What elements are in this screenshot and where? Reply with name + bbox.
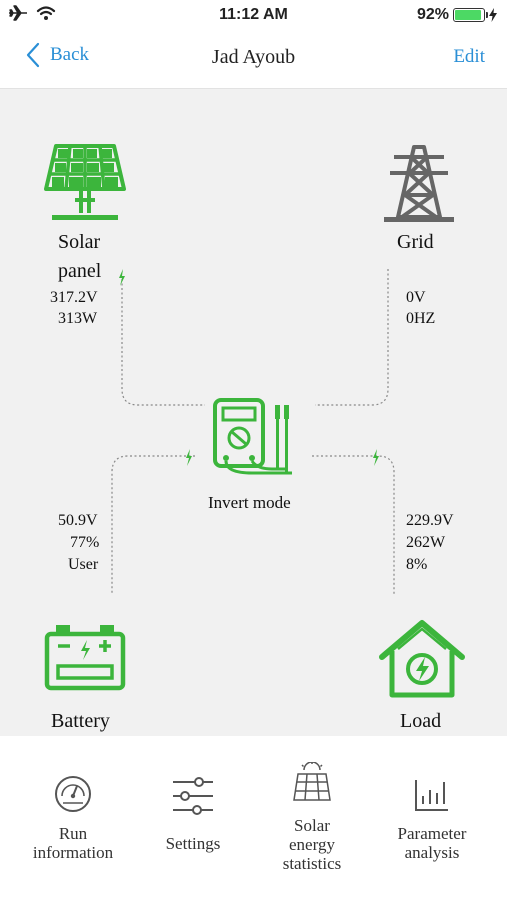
sliders-icon [173, 777, 213, 815]
tab-solar-energy-statistics[interactable]: Solar energy statistics [257, 762, 367, 873]
grid-label: Grid [397, 231, 434, 253]
tab-parameter-line2: analysis [404, 843, 460, 862]
inverter-icon [213, 398, 292, 475]
tab-bar: Run information Settings Solar energy st… [0, 736, 507, 900]
tab-solar-line2: energy [289, 835, 335, 854]
battery-icon [453, 8, 488, 22]
load-voltage: 229.9V [406, 512, 454, 529]
flow-lines [111, 269, 395, 594]
status-left [8, 5, 56, 21]
load-power: 262W [406, 534, 446, 551]
grid-tower-icon [384, 145, 454, 222]
battery-voltage: 50.9V [58, 512, 98, 529]
tab-solar-line3: statistics [282, 854, 342, 873]
battery-fill [455, 10, 481, 20]
tab-run-information-line2: information [32, 843, 114, 862]
charging-bolt-icon [489, 8, 497, 22]
grid-frequency: 0HZ [406, 310, 436, 327]
solar-voltage: 317.2V [50, 289, 98, 306]
solar-power: 313W [58, 310, 98, 327]
edit-button[interactable]: Edit [453, 46, 485, 67]
battery-storage-icon [44, 625, 126, 691]
grid-voltage: 0V [406, 289, 426, 306]
solar-label-1: Solar [58, 231, 101, 253]
tab-parameter-line1: Parameter [397, 824, 467, 843]
wifi-icon [36, 6, 56, 20]
tab-parameter-analysis[interactable]: Parameter analysis [377, 774, 487, 862]
solar-panel-icon [44, 144, 126, 220]
tab-run-information[interactable]: Run information [18, 774, 128, 862]
tab-run-information-line1: Run [58, 824, 88, 843]
status-time: 11:12 AM [219, 6, 288, 23]
solar-label-2: panel [58, 260, 102, 282]
battery-percent: 92% [416, 6, 449, 23]
status-bar: 11:12 AM 92% [0, 0, 507, 30]
page-title: Jad Ayoub [211, 46, 296, 68]
back-button[interactable]: Back [26, 42, 89, 68]
status-right: 92% [417, 6, 497, 24]
house-load-icon [379, 620, 465, 698]
tab-solar-line1: Solar [294, 816, 330, 835]
flow-bolt-load [373, 449, 379, 466]
chevron-left-icon [26, 42, 40, 68]
battery-label: Battery [51, 710, 110, 732]
flow-bolt-battery [186, 449, 192, 466]
airplane-icon [9, 5, 27, 21]
solar-panel-icon [293, 762, 331, 801]
back-label: Back [50, 44, 90, 65]
gauge-icon [55, 776, 91, 812]
load-percent: 8% [406, 556, 428, 573]
battery-percent-value: 77% [70, 534, 100, 551]
energy-flow-diagram: Solar panel 317.2V 313W Grid 0V 0HZ Inve… [0, 89, 507, 736]
battery-type: User [68, 556, 99, 573]
tab-settings-label: Settings [165, 834, 221, 853]
bar-chart-icon [415, 780, 448, 811]
inverter-mode: Invert mode [208, 493, 291, 512]
tab-settings[interactable]: Settings [138, 774, 248, 853]
load-label: Load [400, 710, 442, 732]
nav-bar: Back Jad Ayoub Edit [0, 30, 507, 89]
flow-bolt-solar [119, 269, 125, 286]
